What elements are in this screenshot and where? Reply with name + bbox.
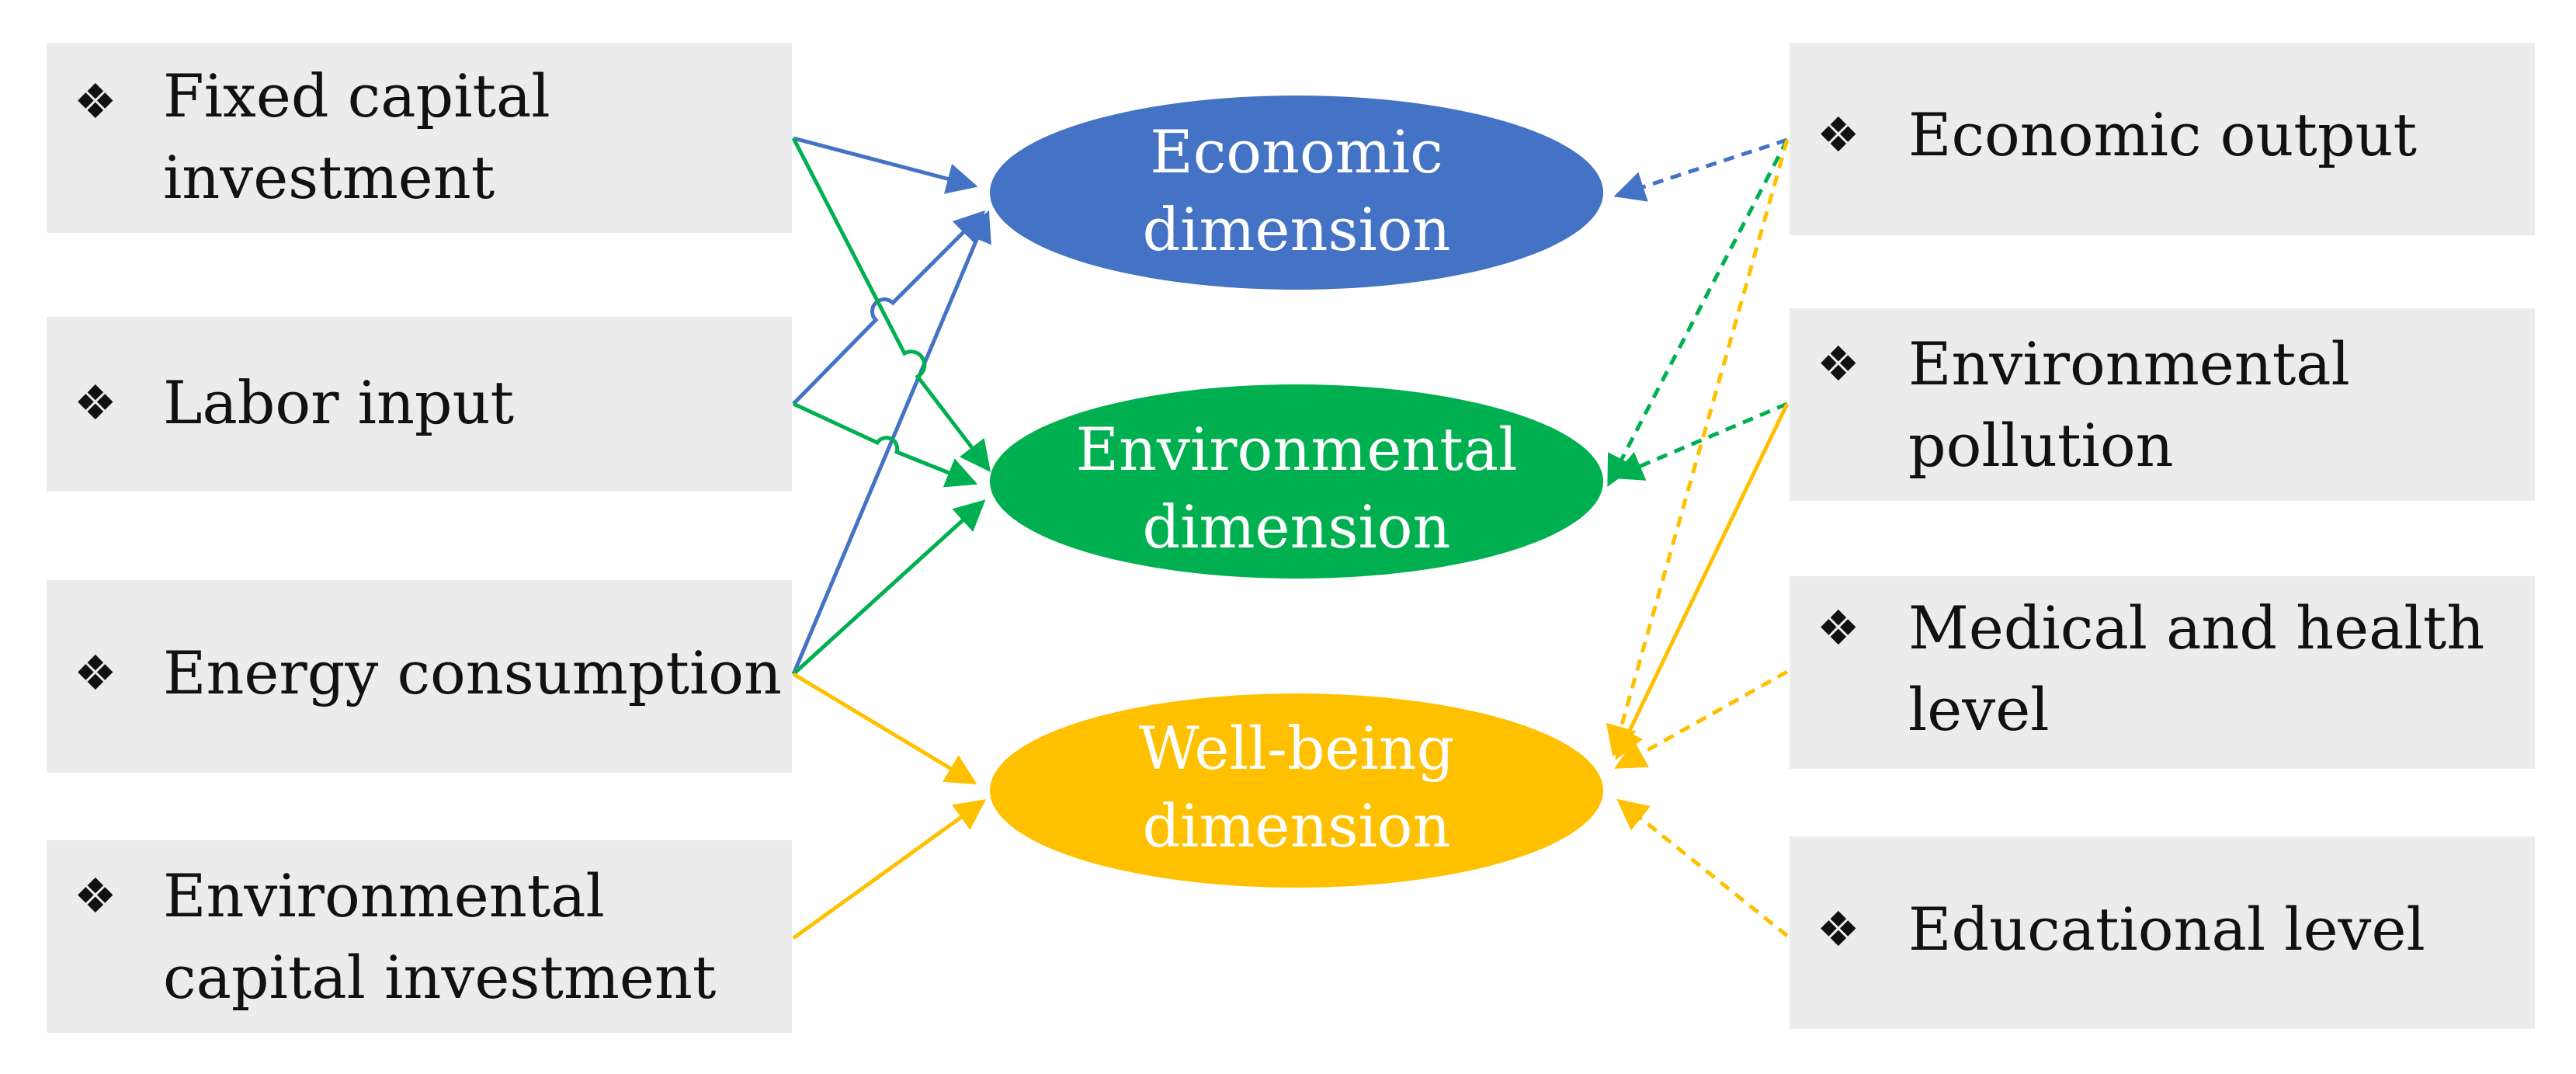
arrow-economic-output-to-economic	[1613, 137, 1788, 202]
arrow-labor-to-economic	[792, 210, 986, 405]
input-label-line2: capital investment	[163, 943, 716, 1012]
diamond-bullet-icon: ❖	[1817, 600, 1860, 656]
diamond-bullet-icon: ❖	[74, 645, 117, 701]
diamond-bullet-icon: ❖	[74, 374, 117, 431]
output-box-educational-level: ❖ Educational level	[1790, 836, 2535, 1029]
environmental-dimension-line2: dimension	[1143, 492, 1451, 561]
input-label-line1: Energy consumption	[163, 638, 782, 707]
input-box-fixed-capital-investment: ❖ Fixed capital investment	[47, 43, 792, 233]
output-label-line1: Medical and health	[1908, 593, 2484, 662]
arrow-medical-health-to-wellbeing	[1614, 669, 1789, 769]
arrow-energy-to-economic	[791, 210, 991, 675]
output-label-line1: Environmental	[1908, 329, 2350, 398]
economic-dimension-line2: dimension	[1143, 195, 1451, 264]
diamond-bullet-icon: ❖	[1817, 106, 1860, 163]
arrow-environmental-pollution-to-wellbeing	[1615, 402, 1790, 761]
output-label-line1: Educational level	[1908, 895, 2425, 964]
output-label-line2: pollution	[1908, 411, 2174, 480]
diamond-bullet-icon: ❖	[1817, 901, 1860, 958]
diamond-bullet-icon: ❖	[1817, 335, 1860, 392]
arrow-environmental-capital-to-wellbeing	[792, 799, 987, 940]
economic-dimension-node: Economic dimension	[990, 96, 1603, 290]
input-label-line1: Fixed capital	[163, 61, 550, 130]
wellbeing-dimension-node: Well-being dimension	[990, 693, 1603, 888]
input-label-line1: Labor input	[163, 368, 514, 437]
arrow-labor-to-environmental	[792, 401, 978, 488]
environmental-dimension-node: Environmental dimension	[990, 384, 1603, 579]
arrow-economic-output-to-environmental	[1607, 138, 1790, 487]
output-label-line1: Economic output	[1908, 100, 2417, 169]
diamond-bullet-icon: ❖	[74, 73, 117, 130]
input-label-line2: investment	[163, 143, 495, 212]
input-box-environmental-capital-investment: ❖ Environmental capital investment	[47, 840, 792, 1033]
arrow-educational-to-wellbeing	[1616, 798, 1789, 937]
output-box-economic-output: ❖ Economic output	[1790, 43, 2535, 235]
diamond-bullet-icon: ❖	[74, 867, 117, 924]
input-label-line1: Environmental	[163, 861, 605, 930]
output-box-medical-and-health-level: ❖ Medical and health level	[1790, 576, 2535, 769]
output-box-environmental-pollution: ❖ Environmental pollution	[1790, 308, 2535, 501]
input-box-labor-input: ❖ Labor input	[47, 317, 792, 492]
economic-dimension-line1: Economic	[1150, 117, 1442, 186]
wellbeing-dimension-line1: Well-being	[1139, 714, 1455, 783]
input-box-energy-consumption: ❖ Energy consumption	[47, 580, 792, 773]
arrow-fixed-capital-to-environmental	[791, 137, 991, 472]
environmental-dimension-line1: Environmental	[1076, 415, 1518, 484]
arrow-environmental-pollution-to-environmental	[1611, 401, 1788, 481]
wellbeing-dimension-line2: dimension	[1143, 791, 1451, 860]
arrow-energy-to-environmental	[792, 499, 986, 676]
output-label-line2: level	[1908, 675, 2050, 744]
arrow-economic-output-to-wellbeing	[1606, 139, 1790, 757]
arrow-fixed-capital-to-economic	[793, 136, 978, 194]
arrow-energy-to-wellbeing	[792, 672, 977, 785]
